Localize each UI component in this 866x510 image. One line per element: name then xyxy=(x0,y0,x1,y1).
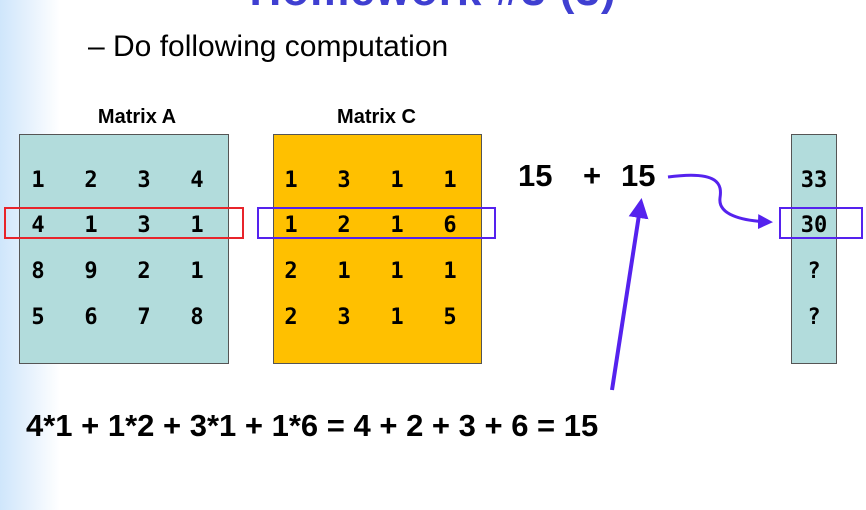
result-cell: ? xyxy=(807,305,821,330)
result-cell: 30 xyxy=(800,213,828,238)
arrow-from-equation xyxy=(610,198,649,391)
matrix-a-cell: 1 xyxy=(190,213,204,238)
matrix-a: 1 2 3 4 4 1 3 1 8 9 2 1 5 6 7 8 xyxy=(19,134,229,364)
matrix-c-cell: 1 xyxy=(284,168,298,193)
matrix-a-cell: 2 xyxy=(84,168,98,193)
matrix-c-cell: 1 xyxy=(443,168,457,193)
computation-equation: 4*1 + 1*2 + 3*1 + 1*6 = 4 + 2 + 3 + 6 = … xyxy=(26,408,599,443)
matrix-a-cell: 9 xyxy=(84,259,98,284)
bullet-text: – Do following computation xyxy=(88,30,449,63)
slide-title: Homework #3 (3) xyxy=(0,0,866,16)
matrix-a-row-highlight xyxy=(4,207,244,239)
matrix-a-cell: 7 xyxy=(137,305,151,330)
partial-sum-operator: + xyxy=(583,158,602,193)
matrix-a-cell: 4 xyxy=(190,168,204,193)
matrix-c-cell: 1 xyxy=(443,259,457,284)
matrix-c-cell: 2 xyxy=(337,213,351,238)
matrix-c-cell: 1 xyxy=(337,259,351,284)
result-vector: 33 30 ? ? xyxy=(791,134,837,364)
matrix-c-cell: 1 xyxy=(390,168,404,193)
matrix-c-row-highlight xyxy=(257,207,496,239)
matrix-a-cell: 8 xyxy=(190,305,204,330)
result-row-highlight xyxy=(779,207,863,239)
matrix-c-cell: 3 xyxy=(337,305,351,330)
matrix-c-cell: 1 xyxy=(390,213,404,238)
matrix-a-cell: 3 xyxy=(137,213,151,238)
matrix-a-cell: 3 xyxy=(137,168,151,193)
matrix-a-cell: 8 xyxy=(31,259,45,284)
matrix-c-cell: 1 xyxy=(390,259,404,284)
matrix-c-cell: 1 xyxy=(284,213,298,238)
matrix-a-cell: 1 xyxy=(84,213,98,238)
matrix-c-cell: 3 xyxy=(337,168,351,193)
matrix-c-cell: 1 xyxy=(390,305,404,330)
matrix-c: 1 3 1 1 1 2 1 6 2 1 1 1 2 3 1 5 xyxy=(273,134,482,364)
matrix-c-cell: 5 xyxy=(443,305,457,330)
matrix-a-cell: 5 xyxy=(31,305,45,330)
result-cell: ? xyxy=(807,259,821,284)
partial-sum-left: 15 xyxy=(518,158,553,193)
matrix-a-cell: 1 xyxy=(31,168,45,193)
matrix-c-cell: 2 xyxy=(284,305,298,330)
partial-sum-right: 15 xyxy=(621,158,656,193)
matrix-c-label: Matrix C xyxy=(337,106,416,128)
matrix-c-cell: 6 xyxy=(443,213,457,238)
matrix-a-label: Matrix A xyxy=(97,106,177,128)
matrix-a-cell: 1 xyxy=(190,259,204,284)
matrix-a-cell: 4 xyxy=(31,213,45,238)
matrix-a-cell: 6 xyxy=(84,305,98,330)
arrow-to-result xyxy=(667,173,773,230)
matrix-c-cell: 2 xyxy=(284,259,298,284)
matrix-a-cell: 2 xyxy=(137,259,151,284)
result-cell: 33 xyxy=(800,168,828,193)
